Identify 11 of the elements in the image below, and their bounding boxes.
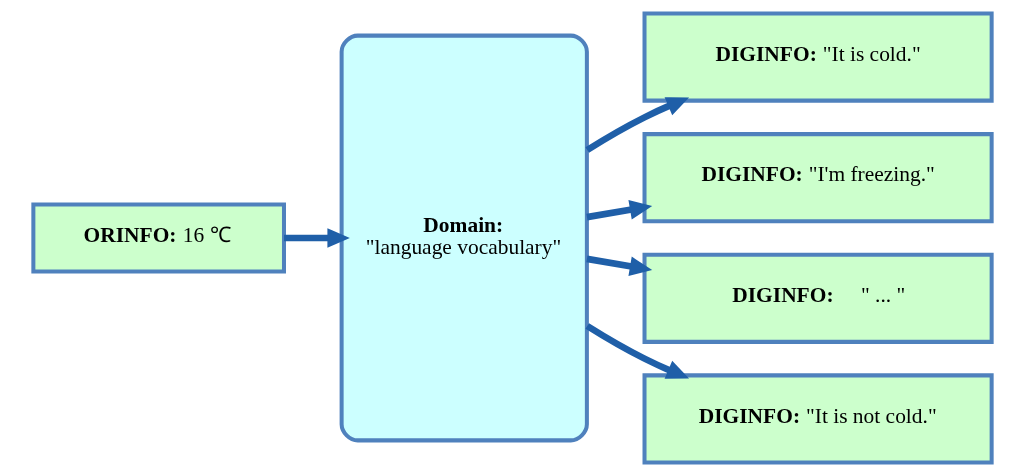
- arrow: [586, 255, 653, 276]
- arrow: [585, 323, 690, 379]
- node-box: ORINFO: 16 ℃: [31, 202, 286, 274]
- arrow: [585, 97, 690, 153]
- node-box: DIGINFO: "It is not cold.": [642, 373, 994, 465]
- node-box: DIGINFO: " ... ": [642, 252, 994, 344]
- node-box: DIGINFO: "I'm freezing.": [642, 132, 994, 224]
- node-box: Domain: "language vocabulary": [339, 33, 589, 443]
- arrow: [586, 200, 653, 221]
- node-box: DIGINFO: "It is cold.": [642, 11, 994, 103]
- arrow: [284, 228, 350, 248]
